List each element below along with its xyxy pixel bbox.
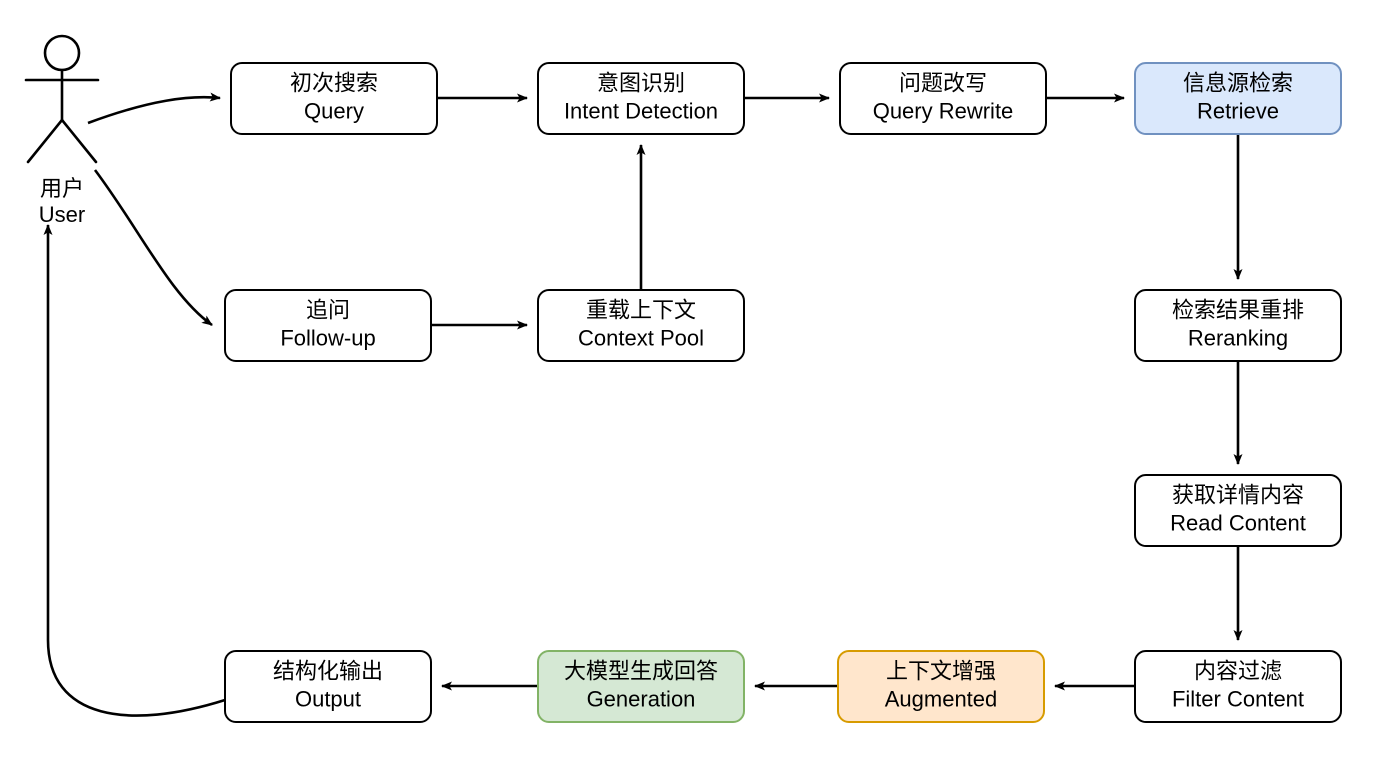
node-retrieve[interactable]: 信息源检索 Retrieve xyxy=(1134,62,1342,135)
node-augmented[interactable]: 上下文增强 Augmented xyxy=(837,650,1045,723)
node-reranking[interactable]: 检索结果重排 Reranking xyxy=(1134,289,1342,362)
actor-head-icon xyxy=(43,34,81,72)
node-box-context-pool xyxy=(537,289,745,362)
node-context-pool[interactable]: 重载上下文 Context Pool xyxy=(537,289,745,362)
node-box-generation xyxy=(537,650,745,723)
node-output[interactable]: 结构化输出 Output xyxy=(224,650,432,723)
node-query[interactable]: 初次搜索 Query xyxy=(230,62,438,135)
actor-right-leg-line xyxy=(60,118,98,164)
node-label-en-augmented: Augmented xyxy=(885,686,998,711)
node-box-filter-content xyxy=(1134,650,1342,723)
node-generation[interactable]: 大模型生成回答 Generation xyxy=(537,650,745,723)
node-box-retrieve xyxy=(1134,62,1342,135)
node-label-cn-generation: 大模型生成回答 xyxy=(564,658,718,683)
edge-user-to-followup xyxy=(93,169,213,327)
node-label-cn-retrieve: 信息源检索 xyxy=(1183,70,1293,95)
node-label-en-output: Output xyxy=(295,686,361,711)
nodes-layer: 初次搜索 Query 意图识别 Intent Detection 问题改写 Query R… xyxy=(224,62,1342,723)
node-label-en-filter-content: Filter Content xyxy=(1172,686,1304,711)
node-query-rewrite[interactable]: 问题改写 Query Rewrite xyxy=(839,62,1047,135)
edge-output-to-user xyxy=(43,224,226,717)
node-label-cn-intent-detection: 意图识别 xyxy=(597,70,685,95)
node-label-en-read-content: Read Content xyxy=(1170,510,1306,535)
edge-user-to-query xyxy=(87,92,221,125)
node-label-cn-filter-content: 内容过滤 xyxy=(1194,658,1282,683)
node-label-cn-context-pool: 重载上下文 xyxy=(586,297,696,322)
node-label-en-generation: Generation xyxy=(587,686,696,711)
node-label-en-query-rewrite: Query Rewrite xyxy=(873,98,1014,123)
node-box-read-content xyxy=(1134,474,1342,547)
node-read-content[interactable]: 获取详情内容 Read Content xyxy=(1134,474,1342,547)
actor-left-leg-line xyxy=(26,118,64,164)
node-label-cn-query-rewrite: 问题改写 xyxy=(899,70,987,95)
node-intent-detection[interactable]: 意图识别 Intent Detection xyxy=(537,62,745,135)
node-label-cn-reranking: 检索结果重排 xyxy=(1172,297,1304,322)
node-box-follow-up xyxy=(224,289,432,362)
node-label-cn-read-content: 获取详情内容 xyxy=(1172,482,1304,507)
node-label-cn-augmented: 上下文增强 xyxy=(886,658,996,683)
node-box-query xyxy=(230,62,438,135)
node-label-en-intent-detection: Intent Detection xyxy=(564,98,718,123)
node-follow-up[interactable]: 追问 Follow-up xyxy=(224,289,432,362)
node-label-cn-follow-up: 追问 xyxy=(306,297,350,322)
edges-layer xyxy=(43,92,1243,717)
node-label-en-query: Query xyxy=(304,98,364,123)
node-label-cn-query: 初次搜索 xyxy=(290,70,378,95)
node-label-cn-output: 结构化输出 xyxy=(273,658,383,683)
node-box-augmented xyxy=(837,650,1045,723)
node-label-en-context-pool: Context Pool xyxy=(578,325,704,350)
actor-label-cn: 用户 xyxy=(40,176,84,201)
node-label-en-follow-up: Follow-up xyxy=(280,325,375,350)
node-label-en-retrieve: Retrieve xyxy=(1197,98,1279,123)
actor-label-en: User xyxy=(39,202,85,227)
node-filter-content[interactable]: 内容过滤 Filter Content xyxy=(1134,650,1342,723)
node-box-query-rewrite xyxy=(839,62,1047,135)
user-actor[interactable]: 用户 User xyxy=(24,34,100,227)
node-box-reranking xyxy=(1134,289,1342,362)
node-label-en-reranking: Reranking xyxy=(1188,325,1288,350)
node-box-output xyxy=(224,650,432,723)
node-box-intent-detection xyxy=(537,62,745,135)
